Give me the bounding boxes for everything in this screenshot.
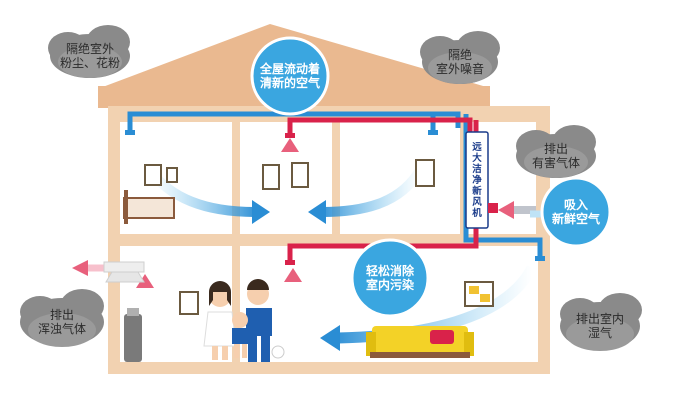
wall-pictures (144, 159, 494, 315)
sofa (366, 326, 474, 358)
bubble-remove-pollution (350, 238, 430, 318)
water-purifier (124, 308, 142, 362)
bubble-label-whole-house: 全屋流动着 清新的空气 (259, 62, 320, 91)
vents (125, 130, 545, 265)
arrow-up-icon (284, 268, 302, 282)
cloud-label-outdoor-noise: 隔绝 室外噪音 (435, 48, 484, 77)
range-hood (103, 261, 145, 283)
bubble-fresh-air (540, 176, 612, 248)
arrow-up-icon (281, 138, 299, 152)
family (203, 279, 285, 362)
cloud-right-upper (516, 125, 596, 178)
bubble-whole-house (250, 36, 330, 116)
bubble-label-remove-pollution: 轻松消除 室内污染 (365, 264, 414, 293)
cloud-top-left (48, 25, 130, 78)
arrow-up-icon (136, 274, 154, 288)
arrow-left-icon (308, 200, 326, 224)
cloud-label-outdoor-dust: 隔绝室外 粉尘、花粉 (59, 42, 120, 71)
room-upper-right (340, 122, 460, 234)
cloud-label-turbid-gas: 排出 浑浊气体 (37, 308, 86, 337)
clouds (20, 25, 642, 351)
cloud-top-right (420, 31, 500, 84)
fresh-air-unit-label: 远大洁净新风机 (472, 142, 482, 219)
bed (123, 190, 175, 224)
arrow-right-icon (252, 200, 270, 224)
arrow-left-icon (72, 260, 88, 276)
arrow-left-icon (498, 201, 514, 219)
arrow-left-icon (320, 325, 340, 351)
outside-arrows (72, 201, 555, 276)
fresh-air-unit (465, 131, 498, 229)
blue-bubbles (250, 36, 612, 318)
cloud-label-harmful-gas: 排出 有害气体 (531, 142, 580, 171)
bubble-label-fresh-air: 吸入 新鲜空气 (551, 198, 600, 227)
cloud-left-lower (20, 289, 104, 347)
cloud-right-lower (560, 293, 642, 351)
cloud-label-humidity: 排出室内 湿气 (575, 312, 624, 341)
